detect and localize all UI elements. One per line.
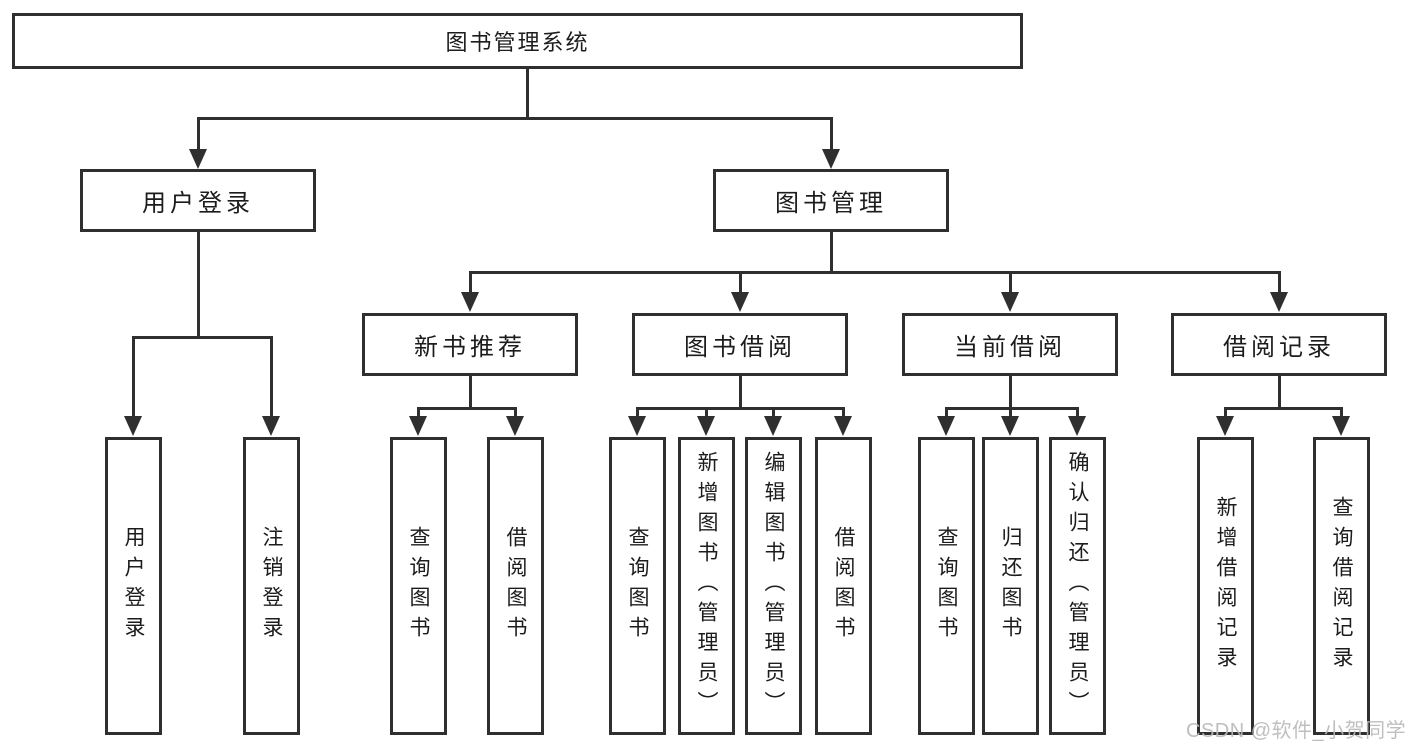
watermark: CSDN @软件_小贺同学 xyxy=(1186,720,1405,742)
node-label: 借阅记录 xyxy=(1223,334,1335,361)
node-user-login: 用户登录 xyxy=(80,169,316,232)
node-book-management: 图书管理 xyxy=(713,169,949,232)
connector-line xyxy=(1278,271,1281,296)
arrowhead-down xyxy=(189,149,207,169)
arrowhead-down xyxy=(1270,292,1288,312)
connector-line xyxy=(469,271,472,296)
connector-line xyxy=(1076,407,1079,420)
connector-line xyxy=(1224,407,1227,420)
connector-line xyxy=(1224,407,1343,410)
connector-line xyxy=(705,407,708,420)
leaf-user-login: 用户登录 xyxy=(105,437,162,735)
leaf-confirm-return-admin: 确认归还（管理员） xyxy=(1049,437,1106,735)
connector-line xyxy=(739,271,742,296)
leaf-add-borrow-record: 新增借阅记录 xyxy=(1197,437,1254,735)
node-root-label: 图书管理系统 xyxy=(445,30,590,55)
node-label: 新书推荐 xyxy=(414,334,526,361)
leaf-label: 借阅图书 xyxy=(504,526,528,646)
arrowhead-down xyxy=(697,416,715,436)
leaf-query-book: 查询图书 xyxy=(918,437,975,735)
leaf-label: 新增图书（管理员） xyxy=(695,451,719,721)
leaf-label: 借阅图书 xyxy=(832,526,856,646)
node-borrow-record: 借阅记录 xyxy=(1171,313,1387,376)
connector-line xyxy=(514,407,517,420)
arrowhead-down xyxy=(262,416,280,436)
connector-line xyxy=(132,336,135,420)
node-current-borrow: 当前借阅 xyxy=(902,313,1118,376)
arrowhead-down xyxy=(1332,416,1350,436)
node-root: 图书管理系统 xyxy=(12,13,1023,69)
leaf-label: 用户登录 xyxy=(122,526,146,646)
node-label: 当前借阅 xyxy=(954,334,1066,361)
connector-line xyxy=(417,407,420,420)
leaf-label: 编辑图书（管理员） xyxy=(762,451,786,721)
leaf-label: 查询图书 xyxy=(407,526,431,646)
arrowhead-down xyxy=(409,416,427,436)
connector-line xyxy=(526,68,529,118)
connector-line xyxy=(1009,407,1012,420)
connector-line xyxy=(842,407,845,420)
connector-line xyxy=(1009,271,1012,296)
connector-line xyxy=(132,336,273,339)
arrowhead-down xyxy=(461,292,479,312)
leaf-label: 新增借阅记录 xyxy=(1214,496,1238,676)
connector-line xyxy=(636,407,639,420)
connector-line xyxy=(1340,407,1343,420)
leaf-edit-book-admin: 编辑图书（管理员） xyxy=(745,437,802,735)
leaf-query-borrow-record: 查询借阅记录 xyxy=(1313,437,1370,735)
connector-line xyxy=(197,117,200,153)
leaf-label: 归还图书 xyxy=(999,526,1023,646)
arrowhead-down xyxy=(1001,292,1019,312)
connector-line xyxy=(469,271,1280,274)
connector-line xyxy=(1009,374,1012,409)
arrowhead-down xyxy=(731,292,749,312)
connector-line xyxy=(945,407,948,420)
arrowhead-down xyxy=(628,416,646,436)
connector-line xyxy=(636,407,845,410)
node-label: 用户登录 xyxy=(142,190,254,217)
arrowhead-down xyxy=(506,416,524,436)
leaf-logout: 注销登录 xyxy=(243,437,300,735)
leaf-label: 查询借阅记录 xyxy=(1330,496,1354,676)
connector-line xyxy=(197,117,833,120)
arrowhead-down xyxy=(822,149,840,169)
connector-line xyxy=(197,231,200,338)
leaf-label: 注销登录 xyxy=(260,526,284,646)
arrowhead-down xyxy=(764,416,782,436)
connector-line xyxy=(772,407,775,420)
node-new-book-recommend: 新书推荐 xyxy=(362,313,578,376)
leaf-label: 确认归还（管理员） xyxy=(1066,451,1090,721)
node-label: 图书管理 xyxy=(775,190,887,217)
connector-line xyxy=(469,374,472,409)
arrowhead-down xyxy=(1216,416,1234,436)
node-label: 图书借阅 xyxy=(684,334,796,361)
connector-line xyxy=(270,336,273,420)
connector-line xyxy=(417,407,517,410)
node-book-borrow: 图书借阅 xyxy=(632,313,848,376)
connector-line xyxy=(830,117,833,153)
connector-line xyxy=(945,407,1079,410)
leaf-add-book-admin: 新增图书（管理员） xyxy=(678,437,735,735)
leaf-label: 查询图书 xyxy=(626,526,650,646)
leaf-query-book: 查询图书 xyxy=(609,437,666,735)
connector-line xyxy=(739,374,742,409)
leaf-label: 查询图书 xyxy=(935,526,959,646)
connector-line xyxy=(1278,374,1281,409)
arrowhead-down xyxy=(1001,416,1019,436)
connector-line xyxy=(830,231,833,274)
leaf-borrow-book: 借阅图书 xyxy=(815,437,872,735)
leaf-borrow-book: 借阅图书 xyxy=(487,437,544,735)
arrowhead-down xyxy=(937,416,955,436)
leaf-return-book: 归还图书 xyxy=(982,437,1039,735)
arrowhead-down xyxy=(124,416,142,436)
arrowhead-down xyxy=(1068,416,1086,436)
arrowhead-down xyxy=(834,416,852,436)
leaf-query-book: 查询图书 xyxy=(390,437,447,735)
